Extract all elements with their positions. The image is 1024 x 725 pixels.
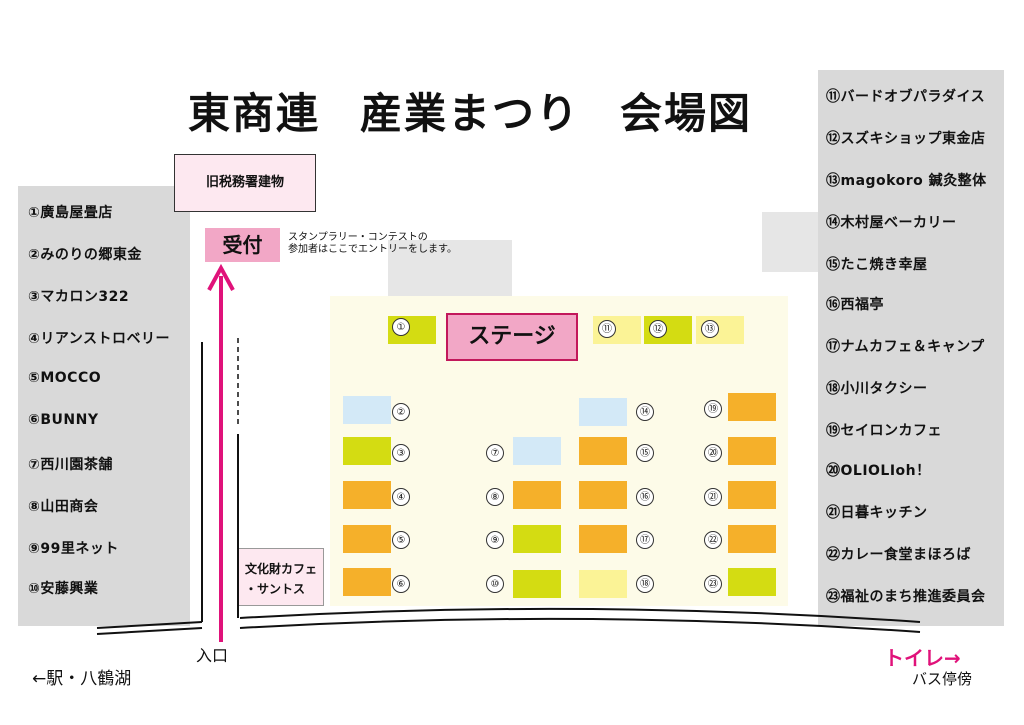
booth-2 (343, 396, 391, 424)
booth-number-2: ② (392, 403, 410, 421)
vendor-item: ⑧山田商会 (28, 499, 99, 515)
booth-number-6: ⑥ (392, 575, 410, 593)
booth-23 (728, 568, 776, 596)
vendor-item: ⑩安藤興業 (28, 581, 99, 597)
vendor-item: ⑬magokoro 鍼灸整体 (826, 173, 987, 189)
booth-number-13: ⑬ (701, 320, 719, 338)
booth-number-1: ① (392, 318, 410, 336)
vendor-item: ⑯西福亭 (826, 297, 884, 313)
station-direction: ←駅・八鶴湖 (32, 669, 132, 689)
vendor-item: ⑰ナムカフェ＆キャンプ (826, 339, 985, 355)
background-block (388, 240, 512, 296)
vendor-item: ㉓福祉のまち推進委員会 (826, 589, 986, 605)
booth-number-18: ⑱ (636, 575, 654, 593)
background-block (762, 212, 820, 272)
booth-3 (343, 437, 391, 465)
vendor-item: ⑱小川タクシー (826, 381, 928, 397)
vendor-item: ㉒カレー食堂まほろば (826, 547, 971, 563)
booth-number-14: ⑭ (636, 403, 654, 421)
booth-17 (579, 525, 627, 553)
road-line (96, 627, 203, 635)
old-tax-office-building: 旧税務署建物 (174, 154, 316, 212)
booth-15 (579, 437, 627, 465)
title-part: 会場図 (620, 89, 753, 138)
booth-number-8: ⑧ (486, 488, 504, 506)
vendor-item: ⑫スズキショップ東金店 (826, 131, 986, 147)
entrance-arrow-head (207, 263, 235, 291)
vendor-item: ⑮たこ焼き幸屋 (826, 257, 928, 273)
booth-18 (579, 570, 627, 598)
cafe-label-line: 文化財カフェ (245, 562, 318, 576)
booth-number-5: ⑤ (392, 531, 410, 549)
cafe-label-line: ・サントス (245, 582, 306, 596)
reception-note-line: スタンプラリー・コンテストの (288, 232, 428, 243)
reception-desk: 受付 (205, 228, 280, 262)
booth-6 (343, 568, 391, 596)
booth-number-20: ⑳ (704, 444, 722, 462)
vendor-item: ⑨99里ネット (28, 541, 119, 557)
vendor-item: ⑲セイロンカフェ (826, 423, 942, 439)
road-line (239, 607, 921, 623)
booth-number-9: ⑨ (486, 531, 504, 549)
booth-number-22: ㉒ (704, 531, 722, 549)
booth-number-16: ⑯ (636, 488, 654, 506)
stage: ステージ (446, 313, 578, 361)
booth-19 (728, 393, 776, 421)
culture-cafe-santos: 文化財カフェ ・サントス (238, 548, 324, 606)
entrance-label: 入口 (196, 646, 229, 665)
booth-number-23: ㉓ (704, 575, 722, 593)
booth-number-10: ⑩ (486, 575, 504, 593)
booth-14 (579, 398, 627, 426)
booth-number-12: ⑫ (649, 320, 667, 338)
booth-7 (513, 437, 561, 465)
vendor-item: ②みのりの郷東金 (28, 247, 142, 263)
booth-20 (728, 437, 776, 465)
bus-stop-label: バス停傍 (912, 670, 973, 688)
booth-4 (343, 481, 391, 509)
booth-number-19: ⑲ (704, 400, 722, 418)
vendor-item: ⑤MOCCO (28, 370, 102, 386)
booth-22 (728, 525, 776, 553)
booth-8 (513, 481, 561, 509)
booth-9 (513, 525, 561, 553)
booth-5 (343, 525, 391, 553)
toilet-direction: トイレ→ (884, 646, 961, 670)
title-part: 東商連 (188, 89, 321, 138)
booth-16 (579, 481, 627, 509)
booth-number-15: ⑮ (636, 444, 654, 462)
vendor-item: ㉑日暮キッチン (826, 505, 928, 521)
booth-number-3: ③ (392, 444, 410, 462)
booth-number-17: ⑰ (636, 531, 654, 549)
booth-10 (513, 570, 561, 598)
reception-note: スタンプラリー・コンテストの 参加者はここでエントリーをします。 (288, 232, 457, 256)
vendor-item: ⑥BUNNY (28, 412, 99, 428)
right-vendor-panel: ⑪バードオブパラダイス ⑫スズキショップ東金店 ⑬magokoro 鍼灸整体 ⑭… (818, 70, 1004, 626)
left-vendor-panel: ①廣島屋畳店 ②みのりの郷東金 ③マカロン322 ④リアンストロベリー ⑤MOC… (18, 186, 190, 626)
booth-number-11: ⑪ (598, 320, 616, 338)
road-line (239, 617, 921, 633)
map-title: 東商連産業まつり会場図 (188, 80, 792, 141)
vendor-item: ③マカロン322 (28, 289, 130, 305)
booth-number-4: ④ (392, 488, 410, 506)
vendor-item: ⑪バードオブパラダイス (826, 89, 986, 105)
vendor-item: ⑦西川園茶舗 (28, 457, 113, 473)
title-part: 産業まつり (360, 89, 581, 138)
vendor-item: ⑳OLIOLIoh！ (826, 463, 931, 479)
vendor-item: ①廣島屋畳店 (28, 205, 113, 221)
booth-number-7: ⑦ (486, 444, 504, 462)
vendor-item: ⑭木村屋ベーカリー (826, 215, 957, 231)
reception-note-line: 参加者はここでエントリーをします。 (288, 244, 457, 255)
booth-number-21: ㉑ (704, 488, 722, 506)
vendor-item: ④リアンストロベリー (28, 331, 171, 347)
road-line (96, 621, 203, 629)
booth-21 (728, 481, 776, 509)
